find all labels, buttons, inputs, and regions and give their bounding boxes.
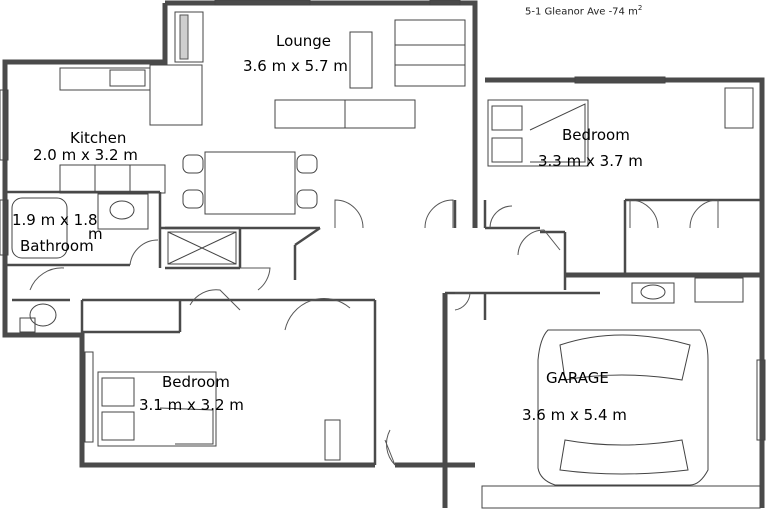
lounge-dims: 3.6 m x 5.7 m — [243, 57, 348, 75]
bathroom-dims-line2: m — [88, 225, 103, 243]
area-superscript: 2 — [637, 4, 643, 12]
car-icon — [481, 329, 761, 509]
garage-name: GARAGE — [546, 369, 609, 387]
bedroom2-dims: 3.1 m x 3.2 m — [139, 396, 244, 414]
lounge-name: Lounge — [276, 32, 332, 50]
bedroom1-dims: 3.3 m x 3.7 m — [538, 152, 643, 170]
doors — [29, 199, 719, 466]
bathroom-name: Bathroom — [20, 237, 94, 255]
address-header: 5-1 Gleanor Ave -74 m2 — [525, 4, 642, 17]
bedroom2-name: Bedroom — [162, 373, 230, 391]
bathroom-dims-line1: 1.9 m x 1.8 — [12, 211, 98, 229]
windows — [0, 0, 766, 461]
kitchen-dims: 2.0 m x 3.2 m — [33, 146, 138, 164]
kitchen-name: Kitchen — [70, 129, 127, 147]
bedroom1-furniture — [487, 99, 744, 304]
bedroom1-name: Bedroom — [562, 126, 630, 144]
address-text: 5-1 Gleanor Ave -74 m — [525, 6, 638, 18]
garage-dims: 3.6 m x 5.4 m — [522, 406, 627, 424]
bathroom-fixtures — [11, 193, 237, 333]
interior-walls — [5, 190, 762, 465]
bedroom2-furniture — [97, 371, 217, 447]
lounge-furniture — [174, 11, 466, 215]
kitchen-furniture — [59, 64, 203, 194]
